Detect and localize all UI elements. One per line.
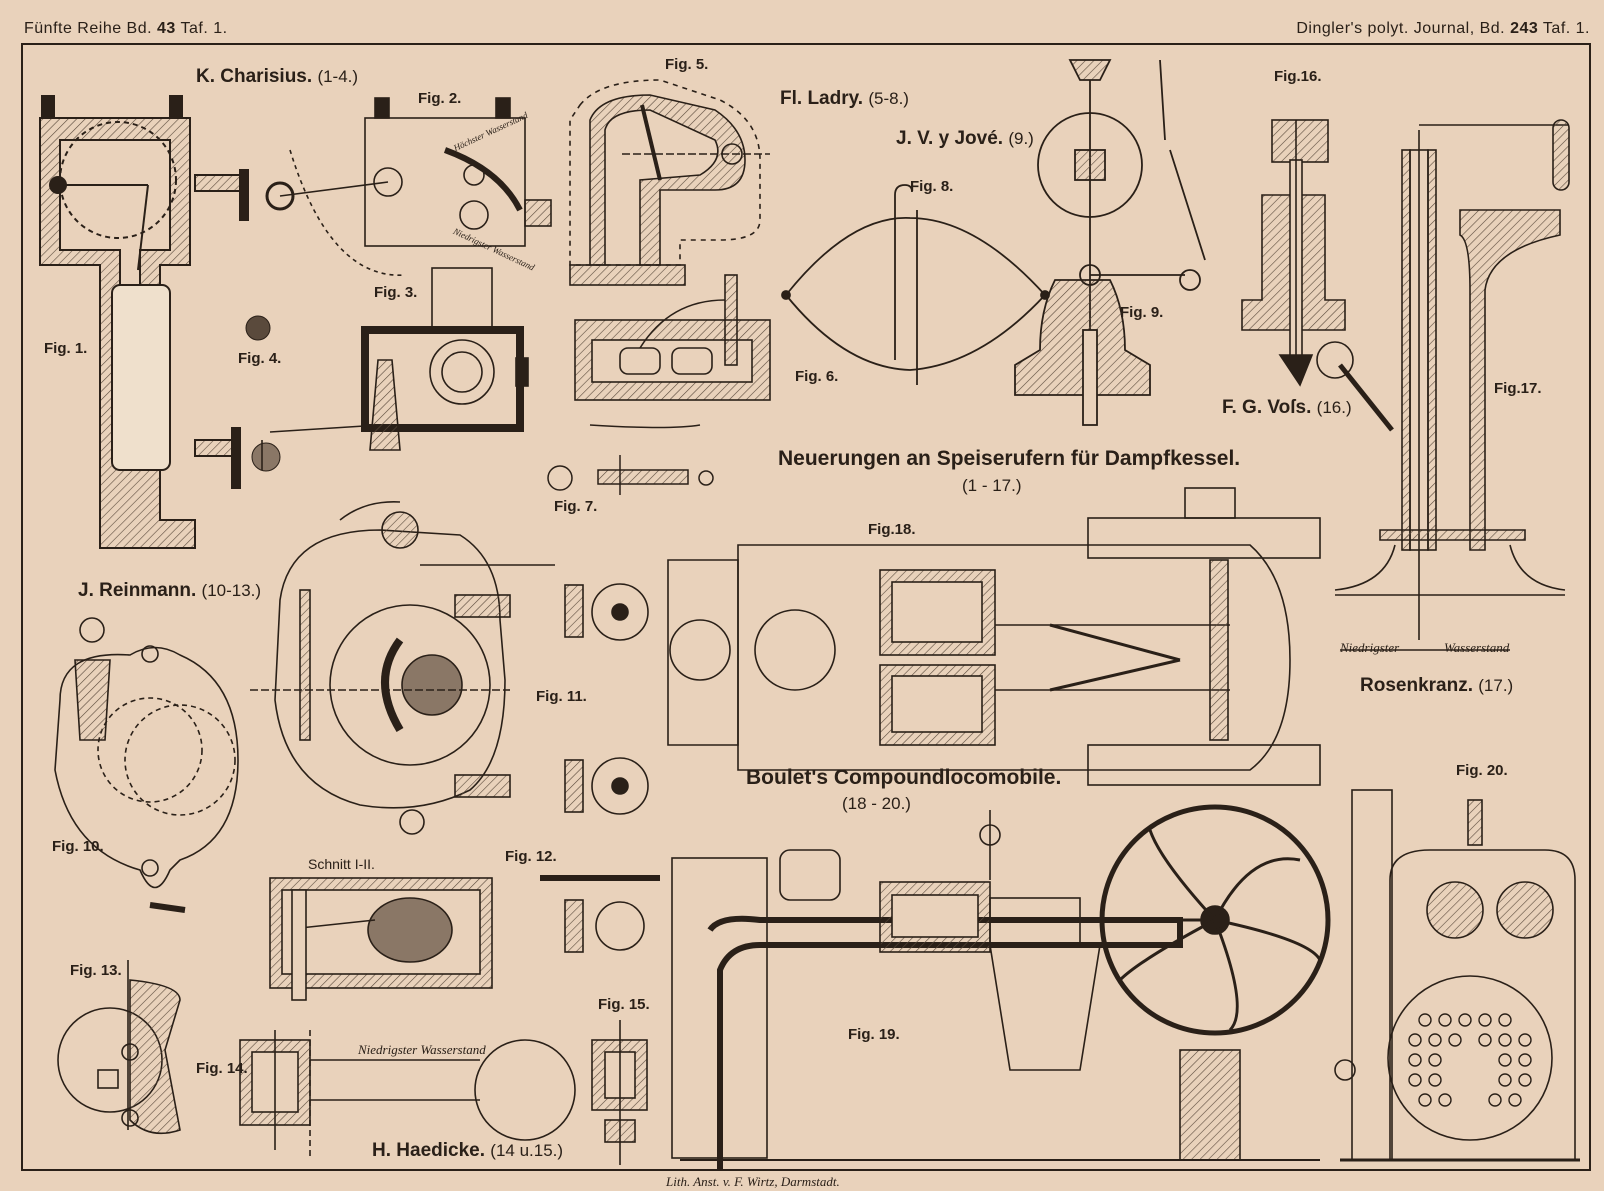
locomobile-title: Boulet's Compoundlocomobile. [746, 766, 1062, 789]
author-range: (1-4.) [317, 67, 359, 86]
fig-17-water-level-left: Niedrigster [1340, 640, 1400, 655]
header-left-plate: Taf. 1. [180, 20, 228, 37]
fig-3-drawing [251, 267, 529, 472]
fig-7-label: Fig. 7. [554, 498, 598, 515]
author-range: (10-13.) [201, 581, 262, 600]
fig-4-label: Fig. 4. [238, 350, 282, 367]
author-haedicke: H. Haedicke. (14 u.15.) [372, 1140, 563, 1162]
author-charisius: K. Charisius. (1-4.) [196, 66, 358, 88]
author-name: F. G. Voſs. [1222, 397, 1312, 418]
fig-7-drawing [547, 424, 714, 495]
header-left-prefix: Fünfte Reihe Bd. [24, 20, 153, 37]
fig-16-drawing [1241, 119, 1394, 432]
fig-18-label: Fig.18. [868, 521, 916, 538]
author-jove: J. V. y Jové. (9.) [896, 128, 1034, 150]
author-ladry: Fl. Ladry. (5-8.) [780, 88, 909, 110]
fig-15-label: Fig. 15. [598, 996, 650, 1013]
fig-1-label: Fig. 1. [44, 340, 88, 357]
header-left-volume: 43 [157, 20, 176, 37]
fig-2-label: Fig. 2. [418, 90, 462, 107]
header-right-plate: Taf. 1. [1542, 20, 1590, 37]
author-name: Fl. Ladry. [780, 88, 864, 109]
header-right: Dingler's polyt. Journal, Bd. 243 Taf. 1… [1296, 20, 1590, 38]
fig-13-label: Fig. 13. [70, 962, 122, 979]
fig-17-drawing [1334, 119, 1570, 651]
header-right-volume: 243 [1510, 20, 1539, 37]
fig-9-drawing [1014, 59, 1206, 426]
header-right-prefix: Dingler's polyt. Journal, Bd. [1296, 20, 1506, 37]
author-name: K. Charisius. [196, 66, 313, 87]
plate-title: Neuerungen an Speiserufern für Dampfkess… [778, 447, 1241, 470]
fig-11-label: Fig. 11. [536, 688, 587, 705]
author-range: (9.) [1008, 129, 1034, 148]
author-name: Rosenkranz. [1360, 675, 1473, 696]
author-reinmann: J. Reinmann. (10-13.) [78, 580, 261, 602]
author-range: (17.) [1478, 676, 1514, 695]
fig-5-label: Fig. 5. [665, 56, 709, 73]
fig-8-drawing [781, 184, 1050, 385]
pipe-flanges [540, 583, 660, 953]
fig-15-drawing [591, 1020, 648, 1165]
fig-13-drawing [57, 960, 181, 1135]
fig-17-label: Fig.17. [1494, 380, 1542, 397]
author-range: (5-8.) [868, 89, 909, 108]
plate-border [21, 43, 1591, 1171]
fig-2-drawing [265, 97, 552, 276]
locomobile-title-range: (18 - 20.) [842, 794, 911, 813]
fig-12-label: Fig. 12. [505, 848, 557, 865]
fig-10-drawing [54, 617, 239, 913]
plate-title-range: (1 - 17.) [962, 476, 1022, 495]
fig-12-drawing [269, 877, 493, 1001]
fig-20-fire-tubes [1408, 1013, 1532, 1107]
author-name: J. Reinmann. [78, 580, 197, 601]
fig-9-label: Fig. 9. [1120, 304, 1164, 321]
header-left: Fünfte Reihe Bd. 43 Taf. 1. [24, 20, 228, 38]
fig-18-drawing [667, 487, 1321, 786]
fig-10-label: Fig. 10. [52, 838, 104, 855]
fig-19-drawing [671, 804, 1331, 1170]
fig-6-drawing [574, 274, 771, 401]
schnitt-label: Schnitt I-II. [308, 856, 375, 872]
author-voss: F. G. Voſs. (16.) [1222, 397, 1352, 419]
fig-14-drawing [239, 1030, 576, 1160]
fig-4-drawing [245, 315, 271, 341]
fig-5-drawing [569, 79, 770, 286]
fig-16-label: Fig.16. [1274, 68, 1322, 85]
author-rosenkranz: Rosenkranz. (17.) [1360, 675, 1513, 697]
fig-20-drawing [1334, 789, 1580, 1162]
fig-14-water-level-label: Niedrigster Wasserstand [358, 1042, 486, 1057]
fig-20-label: Fig. 20. [1456, 762, 1508, 779]
fig-8-label: Fig. 8. [910, 178, 954, 195]
author-range: (16.) [1316, 398, 1352, 417]
fig-17-water-level-right: Wasserstand [1444, 640, 1510, 655]
fig-14-label: Fig. 14. [196, 1060, 248, 1077]
fig-6-label: Fig. 6. [795, 368, 839, 385]
fig-3-label: Fig. 3. [374, 284, 418, 301]
author-name: J. V. y Jové. [896, 128, 1004, 149]
fig-1-drawing [39, 95, 249, 549]
author-range: (14 u.15.) [490, 1141, 564, 1160]
fig-11-drawing [250, 501, 555, 835]
fig-19-label: Fig. 19. [848, 1026, 900, 1043]
lithographer-credit: Lith. Anst. v. F. Wirtz, Darmstadt. [666, 1174, 840, 1189]
author-name: H. Haedicke. [372, 1140, 485, 1161]
